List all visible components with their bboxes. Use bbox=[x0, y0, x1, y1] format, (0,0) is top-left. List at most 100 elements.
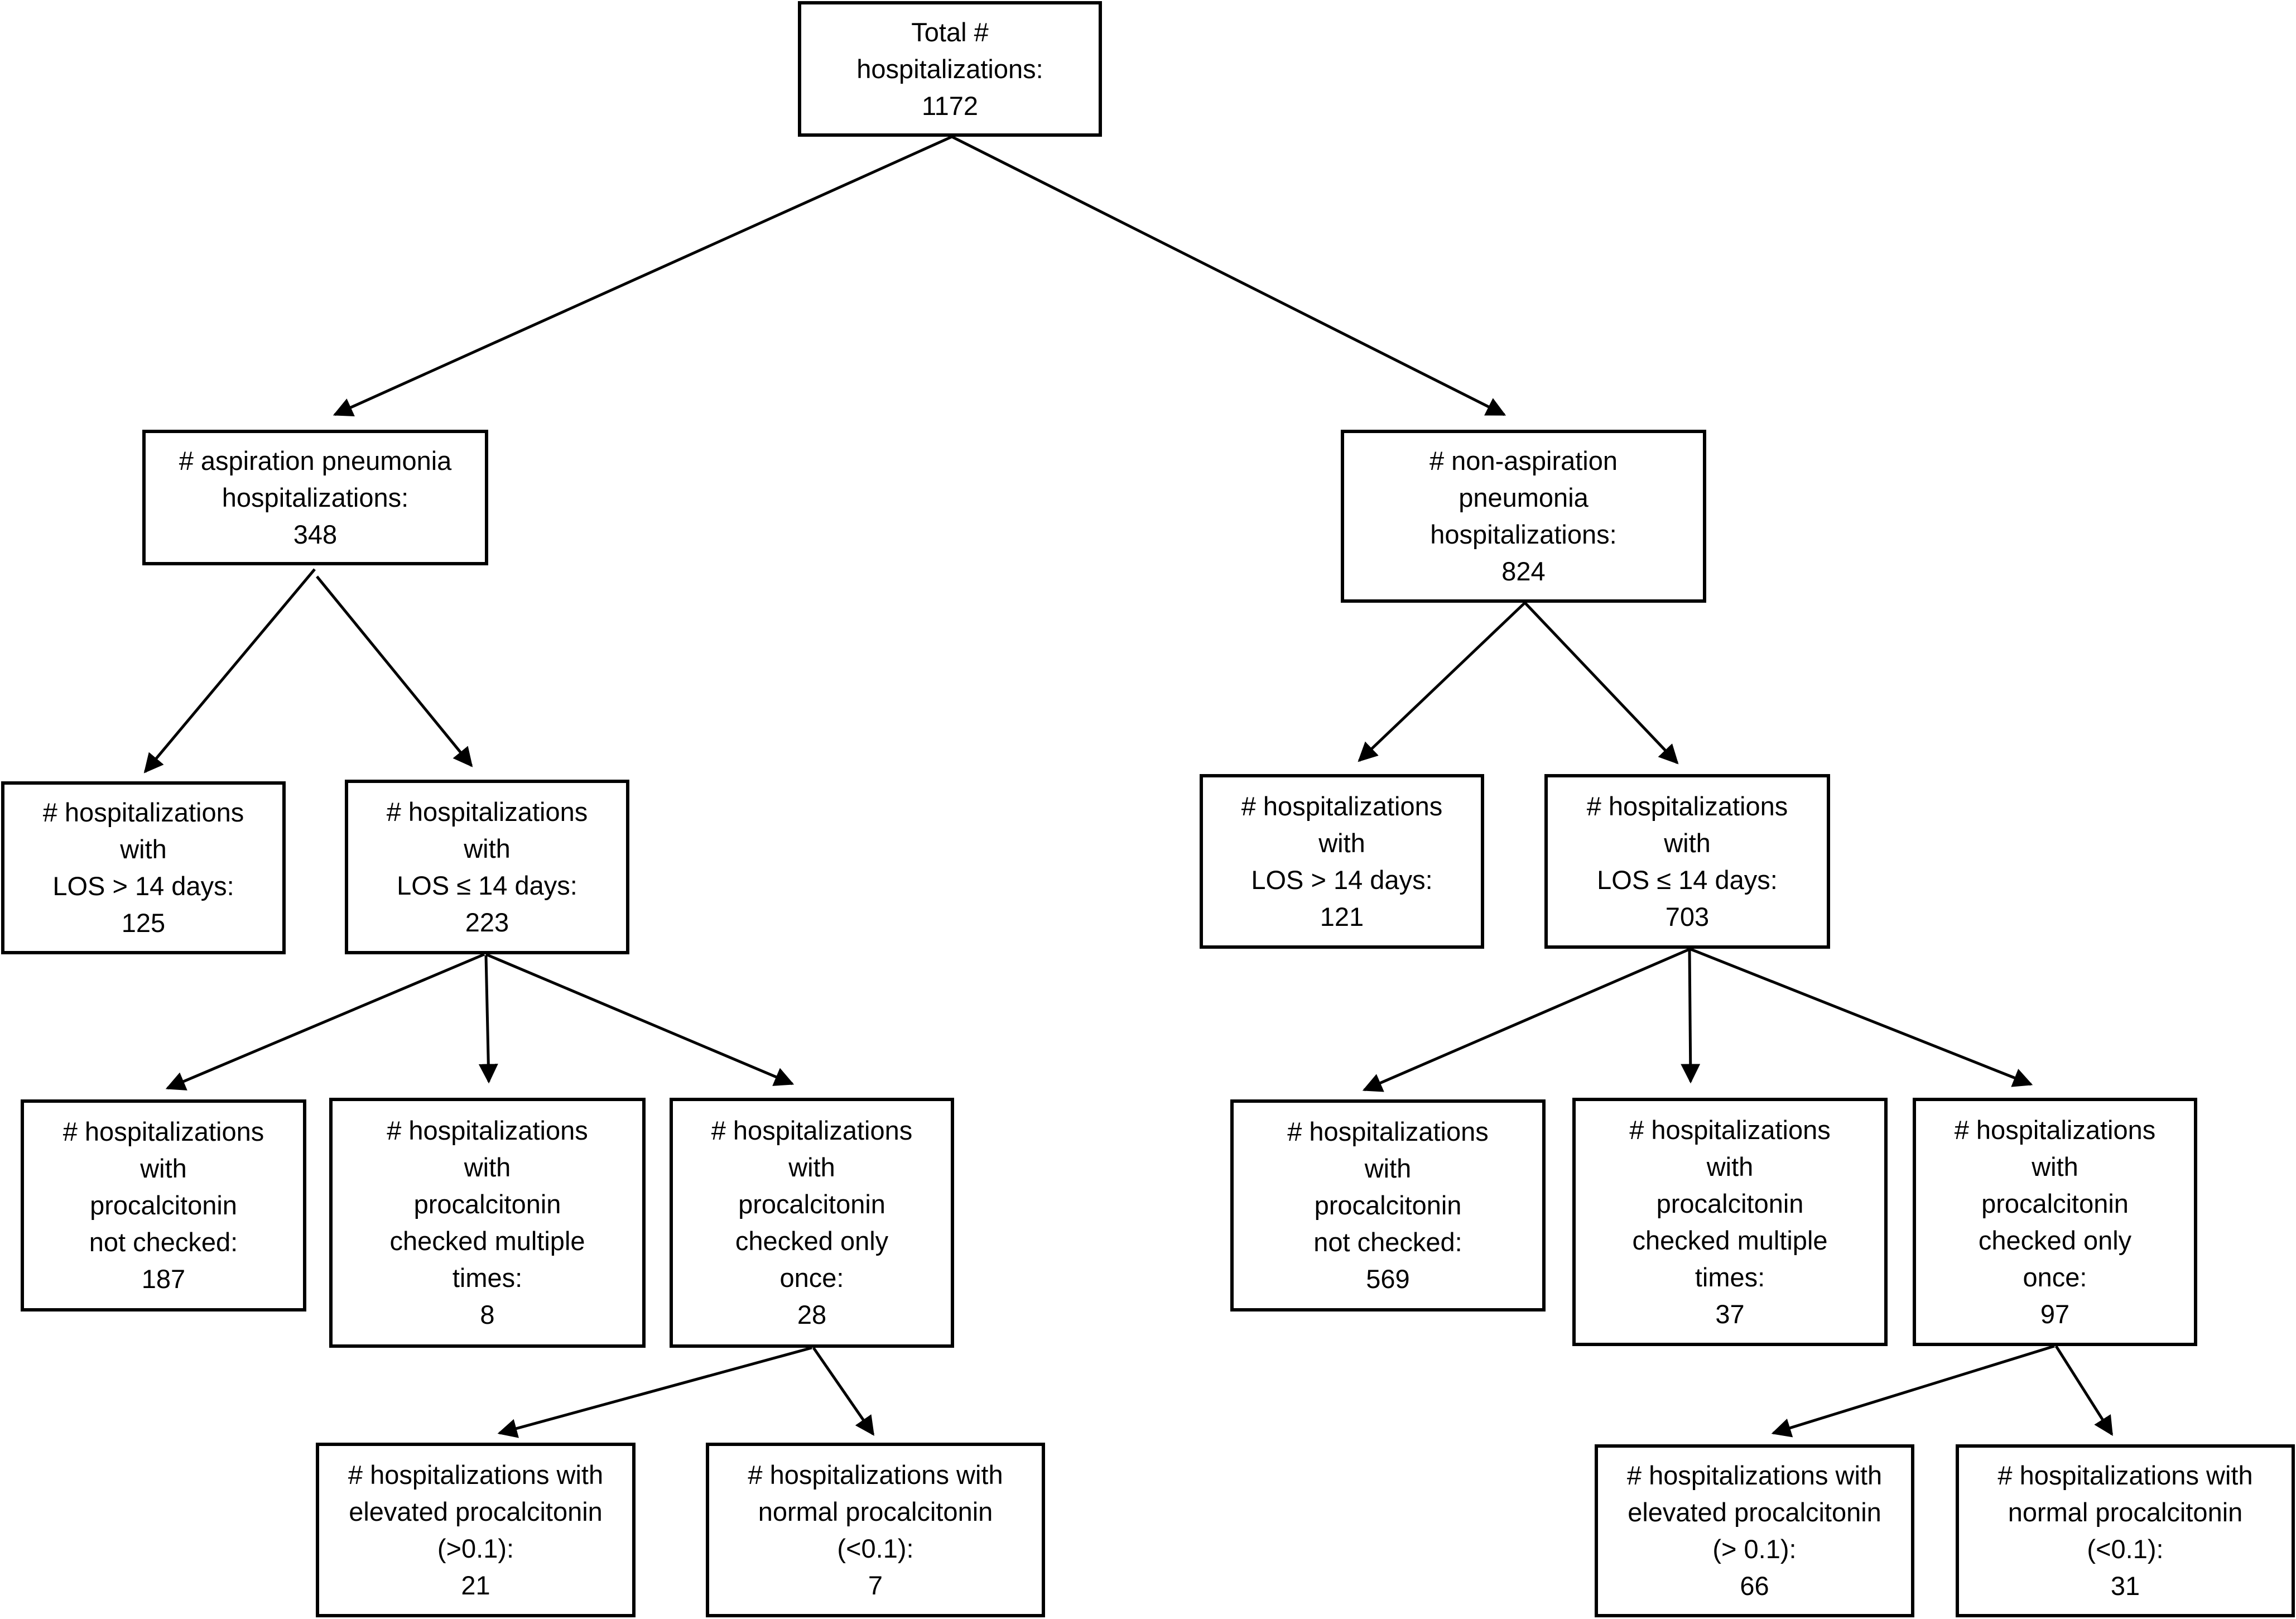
node-text-line: # hospitalizations with bbox=[348, 1459, 604, 1490]
node-text-line: # hospitalizations bbox=[387, 1116, 588, 1145]
node-text-line: 21 bbox=[461, 1570, 490, 1600]
node-text-line: # hospitalizations bbox=[1954, 1114, 2156, 1145]
node-text-line: 37 bbox=[1715, 1299, 1745, 1329]
node-text-line: procalcitonin bbox=[1314, 1190, 1462, 1220]
node-text-line: procalcitonin bbox=[90, 1190, 237, 1220]
arrow-non-aspiration-to-los-le bbox=[1524, 602, 1679, 765]
node-text-line: checked only bbox=[1978, 1225, 2132, 1255]
arrow-aspiration-to-los-le bbox=[316, 575, 473, 767]
node-text-line: with bbox=[1706, 1151, 1754, 1181]
node-text-line: LOS > 14 days: bbox=[52, 871, 234, 901]
arrow-asp-once-to-normal bbox=[812, 1347, 875, 1436]
node-text-line: (>0.1): bbox=[437, 1533, 514, 1563]
node-text-line: times: bbox=[1695, 1262, 1765, 1292]
node-text-line: procalcitonin bbox=[413, 1189, 561, 1219]
node-text-line: LOS ≤ 14 days: bbox=[397, 870, 577, 900]
node-text-line: procalcitonin bbox=[738, 1189, 885, 1219]
node-aspiration-pct-once: # hospitalizations with procalcitonin check… bbox=[670, 1098, 954, 1348]
node-aspiration-elevated-pct: # hospitalizations with elevated procalci… bbox=[316, 1443, 636, 1617]
node-text-line: # hospitalizations bbox=[1629, 1114, 1831, 1145]
node-text-line: with bbox=[2032, 1151, 2078, 1181]
arrow-total-to-aspiration bbox=[333, 135, 953, 417]
node-text-line: 187 bbox=[141, 1264, 186, 1294]
node-non-aspiration-pct-not-checked: # hospitalizations with procalcitonin not c… bbox=[1230, 1099, 1546, 1311]
node-text-line: 569 bbox=[1366, 1264, 1410, 1294]
node-text-line: (> 0.1): bbox=[1712, 1534, 1797, 1564]
node-text-line: 824 bbox=[1501, 556, 1546, 586]
node-text-line: with bbox=[1364, 1154, 1412, 1183]
node-text-line: with bbox=[1318, 828, 1365, 858]
arrow-non-los-le-to-multiple bbox=[1681, 949, 1701, 1084]
node-text-line: # hospitalizations bbox=[1586, 791, 1788, 821]
node-text-line: # hospitalizations bbox=[386, 796, 588, 827]
node-aspiration-pct-multiple: # hospitalizations with procalcitonin check… bbox=[329, 1098, 646, 1348]
node-text-line: with bbox=[140, 1154, 187, 1183]
node-text-line: 121 bbox=[1320, 901, 1364, 931]
node-non-aspiration-normal-pct: # hospitalizations with normal procalcito… bbox=[1956, 1444, 2295, 1617]
node-text-line: checked only bbox=[735, 1226, 889, 1256]
node-text-line: 703 bbox=[1665, 901, 1710, 931]
node-text-line: 97 bbox=[2040, 1299, 2070, 1329]
node-text-line: hospitalizations: bbox=[1430, 520, 1617, 549]
node-text-line: checked multiple bbox=[1632, 1225, 1828, 1255]
node-text-line: elevated procalcitonin bbox=[1628, 1497, 1881, 1527]
node-text-line: Total # bbox=[911, 17, 989, 47]
node-text-line: procalcitonin bbox=[1981, 1188, 2129, 1218]
node-text-line: not checked: bbox=[1313, 1227, 1462, 1257]
arrow-total-to-non-aspiration bbox=[951, 135, 1506, 416]
node-text-line: # hospitalizations bbox=[62, 1117, 264, 1146]
arrow-asp-los-le-to-not-checked bbox=[165, 953, 485, 1090]
node-text-line: with bbox=[788, 1152, 835, 1182]
node-text-line: pneumonia bbox=[1459, 483, 1589, 512]
node-text-line: (<0.1): bbox=[2087, 1534, 2164, 1564]
arrow-non-once-to-elevated bbox=[1771, 1344, 2055, 1438]
arrow-asp-los-le-to-once bbox=[485, 953, 795, 1086]
node-text-line: hospitalizations: bbox=[222, 482, 409, 512]
arrow-non-once-to-normal bbox=[2054, 1345, 2114, 1436]
node-text-line: with bbox=[464, 833, 511, 863]
node-text-line: with bbox=[120, 834, 167, 864]
node-text-line: 66 bbox=[1740, 1571, 1769, 1601]
node-text-line: normal procalcitonin bbox=[2008, 1497, 2243, 1527]
node-text-line: times: bbox=[452, 1263, 523, 1293]
arrow-aspiration-to-los-gt bbox=[143, 568, 316, 774]
node-text-line: 348 bbox=[293, 519, 338, 549]
node-text-line: normal procalcitonin bbox=[758, 1496, 993, 1526]
node-text-line: # hospitalizations with bbox=[1997, 1461, 2253, 1490]
node-text-line: checked multiple bbox=[389, 1226, 585, 1256]
node-text-line: hospitalizations: bbox=[856, 54, 1043, 84]
node-text-line: # hospitalizations bbox=[1241, 791, 1443, 821]
node-text-line: # hospitalizations bbox=[711, 1116, 913, 1145]
node-text-line: # hospitalizations bbox=[42, 798, 244, 827]
node-text-line: with bbox=[464, 1152, 511, 1182]
node-text-line: 125 bbox=[121, 908, 166, 938]
node-text-line: once: bbox=[779, 1263, 844, 1293]
node-text-line: 31 bbox=[2110, 1571, 2140, 1601]
node-text-line: 8 bbox=[480, 1300, 495, 1329]
node-text-line: LOS ≤ 14 days: bbox=[1597, 864, 1778, 895]
node-text-line: elevated procalcitonin bbox=[349, 1496, 603, 1526]
node-text-line: with bbox=[1664, 828, 1711, 858]
node-text-line: 28 bbox=[797, 1300, 827, 1329]
arrow-non-los-le-to-not-checked bbox=[1362, 947, 1691, 1092]
node-total-hospitalizations: Total # hospitalizations: 1172 bbox=[798, 1, 1102, 137]
node-text-line: LOS > 14 days: bbox=[1251, 864, 1433, 895]
node-text-line: # hospitalizations bbox=[1287, 1117, 1489, 1146]
node-text-line: 1172 bbox=[921, 90, 979, 121]
node-text-line: (<0.1): bbox=[837, 1533, 914, 1563]
node-non-aspiration-pct-once: # hospitalizations with procalcitonin check… bbox=[1913, 1098, 2197, 1346]
node-text-line: 223 bbox=[465, 907, 509, 937]
node-non-aspiration-pneumonia: # non-aspiration pneumonia hospitalization… bbox=[1341, 430, 1706, 603]
node-text-line: # non-aspiration bbox=[1429, 446, 1618, 475]
arrow-asp-los-le-to-multiple bbox=[478, 955, 498, 1084]
arrow-asp-once-to-elevated bbox=[497, 1346, 812, 1438]
